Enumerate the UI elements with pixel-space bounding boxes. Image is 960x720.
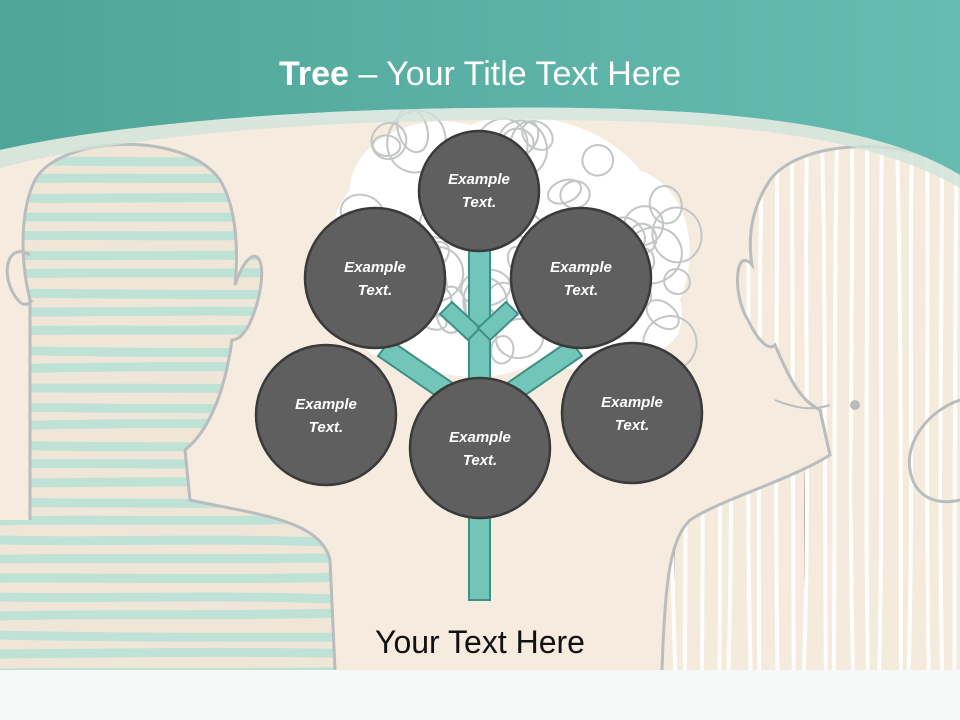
scribble-loop [521, 120, 554, 151]
scribble-loop [371, 134, 402, 158]
slide-subtitle[interactable]: Your Text Here [375, 624, 585, 660]
stripe [0, 608, 335, 621]
stripe [0, 535, 335, 548]
stripe [906, 146, 914, 671]
slide-title[interactable]: Tree – Your Title Text Here [0, 52, 960, 96]
node-circle-lower-right[interactable] [560, 341, 704, 485]
stripe [876, 146, 884, 671]
scribble-loop [645, 299, 680, 331]
node-circle-top[interactable] [417, 129, 541, 253]
stripe [952, 146, 959, 671]
right-person-outline [660, 145, 960, 671]
title-bold: Tree [279, 55, 349, 93]
stripe [0, 647, 335, 659]
branch-upper-left [438, 300, 482, 342]
scribble-loop [489, 335, 515, 365]
scribble-loop [546, 178, 583, 205]
node-circle-upper-left[interactable] [303, 206, 447, 350]
stripe [0, 592, 335, 604]
title-rest: Your Title Text Here [386, 55, 681, 93]
tree-nodes [254, 129, 704, 520]
stripe [820, 146, 828, 671]
stripe [864, 146, 871, 671]
title-dash: – [348, 55, 387, 93]
stripe [848, 146, 856, 671]
node-circle-upper-right[interactable] [509, 206, 653, 350]
scribble-loop [663, 267, 691, 296]
stripe [0, 572, 335, 584]
footer-strip [0, 670, 960, 720]
node-circle-center[interactable] [408, 376, 552, 520]
stripe [0, 553, 335, 564]
stripe [925, 146, 931, 671]
header-band [0, 0, 960, 175]
node-circle-lower-left[interactable] [254, 343, 398, 487]
scribble-loop [581, 144, 615, 177]
stripe [0, 630, 335, 642]
stripe [895, 146, 903, 671]
branch-upper-right [476, 300, 520, 342]
stripe [831, 146, 839, 671]
left-person-outline [21, 142, 337, 671]
